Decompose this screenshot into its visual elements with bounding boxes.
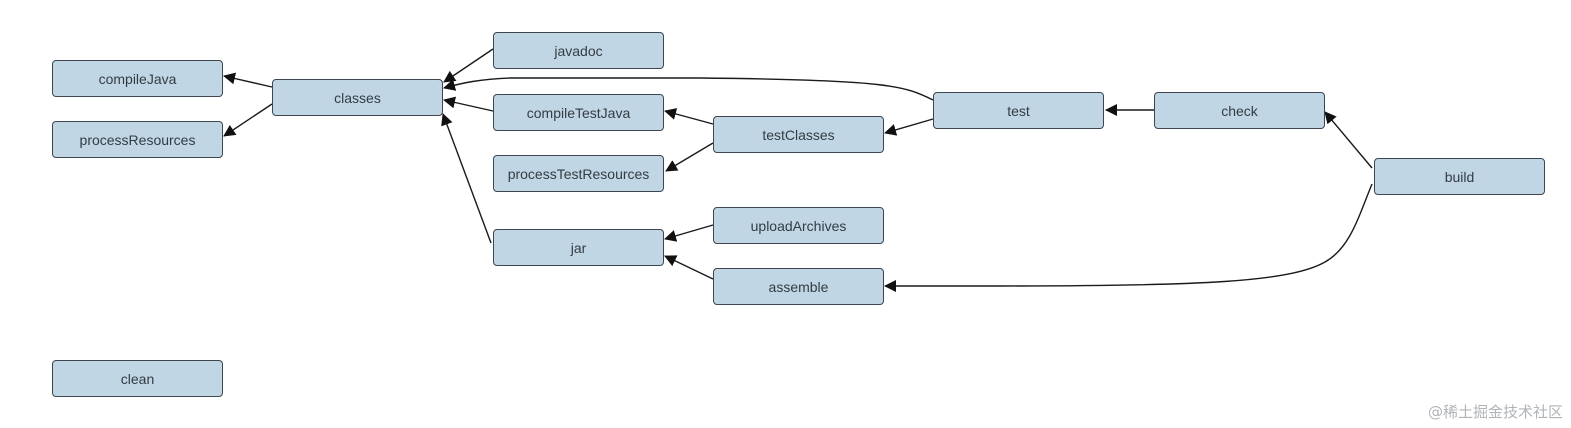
node-processResources[interactable]: processResources [52, 121, 223, 158]
edge-classes-to-processResources [223, 103, 273, 137]
node-test[interactable]: test [933, 92, 1104, 129]
edge-build-to-check [1324, 111, 1373, 169]
node-javadoc[interactable]: javadoc [493, 32, 664, 69]
watermark-text: @稀土掘金技术社区 [1427, 403, 1563, 421]
node-processTestResources[interactable]: processTestResources [493, 155, 664, 192]
node-compileTestJava[interactable]: compileTestJava [493, 94, 664, 131]
edge-test-to-testClasses [884, 118, 934, 136]
edge-javadoc-to-classes [443, 48, 494, 83]
edge-testClasses-to-processTestResources [665, 142, 714, 172]
edge-classes-to-compileJava [223, 72, 273, 88]
edge-testClasses-to-compileTestJava [664, 108, 714, 125]
node-jar[interactable]: jar [493, 229, 664, 266]
edge-build-to-assemble [884, 183, 1373, 292]
node-testClasses[interactable]: testClasses [713, 116, 884, 153]
node-uploadArchives[interactable]: uploadArchives [713, 207, 884, 244]
node-check[interactable]: check [1154, 92, 1325, 129]
edge-uploadArchives-to-jar [664, 224, 714, 242]
edge-assemble-to-jar [664, 255, 714, 280]
edge-jar-to-classes [441, 113, 492, 244]
node-classes[interactable]: classes [272, 79, 443, 116]
node-build[interactable]: build [1374, 158, 1545, 195]
edge-compileTestJava-to-classes [443, 96, 494, 112]
node-clean[interactable]: clean [52, 360, 223, 397]
node-compileJava[interactable]: compileJava [52, 60, 223, 97]
edge-test-to-classes [443, 77, 934, 101]
node-assemble[interactable]: assemble [713, 268, 884, 305]
